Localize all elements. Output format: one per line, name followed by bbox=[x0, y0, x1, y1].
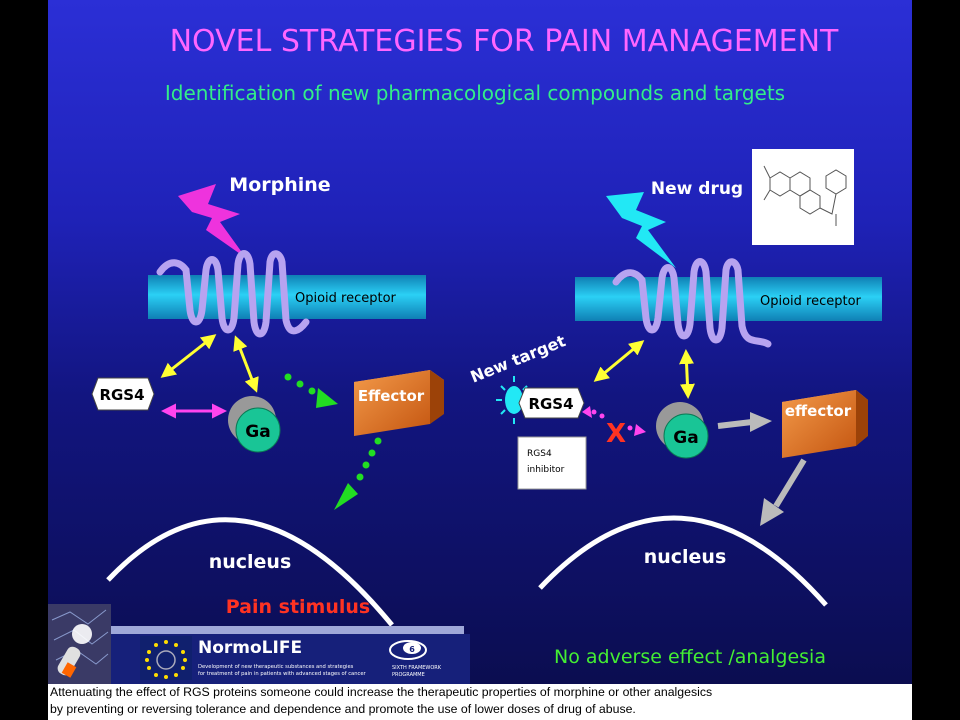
left-g-protein bbox=[235, 407, 281, 453]
right-effector-label: effector bbox=[785, 402, 852, 420]
framework-programme-logo: 6 bbox=[389, 640, 427, 660]
slide-title: NOVEL STRATEGIES FOR PAIN MANAGEMENT bbox=[170, 24, 839, 59]
left-rgs4-box bbox=[91, 377, 155, 411]
banner-desc-2: for treatment of pain in patients with a… bbox=[198, 671, 367, 677]
right-receptor-label: Opioid receptor bbox=[760, 294, 862, 309]
left-effector-block bbox=[354, 370, 444, 436]
banner-top-strip bbox=[111, 626, 464, 636]
left-receptor-label: Opioid receptor bbox=[295, 291, 397, 306]
right-effector-nucleus-arrow bbox=[760, 458, 807, 526]
left-g-label: Ga bbox=[245, 422, 270, 442]
left-receptor-coil bbox=[156, 250, 310, 338]
rgs4-inhibitor-label-1: RGS4 bbox=[527, 449, 552, 459]
right-receptor-coil bbox=[612, 258, 772, 348]
new-target-label: New target bbox=[468, 331, 569, 387]
footer-line-1: Attenuating the effect of RGS proteins s… bbox=[50, 685, 713, 699]
right-effector-block bbox=[782, 390, 868, 458]
banner-desc-1: Development of new therapeutic substance… bbox=[198, 664, 354, 670]
right-g-protein bbox=[663, 413, 709, 459]
right-nucleus-arc bbox=[538, 515, 828, 607]
new-target-core bbox=[505, 386, 523, 414]
footer-caption: Attenuating the effect of RGS proteins s… bbox=[48, 684, 912, 720]
left-nucleus-arc bbox=[106, 517, 394, 627]
right-g-effector-arrow bbox=[717, 412, 772, 432]
left-rgs-receptor-arrow bbox=[160, 334, 217, 378]
right-g-label: Ga bbox=[673, 428, 698, 448]
banner-project-name: NormoLIFE bbox=[198, 638, 302, 658]
programme-line-1: SIXTH FRAMEWORK bbox=[392, 665, 442, 671]
eu-flag-icon bbox=[140, 636, 192, 680]
rgs4-inhibitor-label-2: inhibitor bbox=[527, 465, 565, 475]
programme-line-2: PROGRAMME bbox=[392, 672, 425, 678]
new-drug-lightning-icon bbox=[606, 192, 676, 268]
slide-subtitle: Identification of new pharmacological co… bbox=[165, 81, 785, 105]
new-drug-label: New drug bbox=[651, 179, 743, 199]
left-receptor-g-arrow bbox=[233, 335, 259, 393]
morphine-lightning-icon bbox=[178, 184, 246, 258]
right-rgs-receptor-arrow bbox=[593, 340, 645, 382]
project-logo-image bbox=[48, 604, 111, 684]
analgesia-label: No adverse effect /analgesia bbox=[554, 646, 826, 668]
right-rgs4-box bbox=[518, 387, 585, 419]
svg-text:6: 6 bbox=[409, 645, 415, 654]
left-effector-label: Effector bbox=[358, 387, 425, 405]
right-rgs4-label: RGS4 bbox=[528, 395, 573, 413]
left-activation-dots bbox=[284, 373, 338, 408]
morphine-label: Morphine bbox=[229, 174, 330, 196]
pain-stimulus-label: Pain stimulus bbox=[226, 596, 370, 618]
left-rgs4-label: RGS4 bbox=[99, 386, 144, 404]
blocked-rgs-g-arrow bbox=[582, 406, 646, 436]
footer-line-2: by preventing or reversing tolerance and… bbox=[50, 702, 636, 716]
right-receptor-g-arrow bbox=[679, 349, 695, 399]
block-mark: X bbox=[606, 419, 626, 449]
right-nucleus-label: nucleus bbox=[644, 546, 727, 568]
chemical-structure-image bbox=[752, 149, 854, 245]
left-signal-dots bbox=[334, 437, 382, 510]
left-nucleus-label: nucleus bbox=[209, 551, 292, 573]
rgs4-inhibitor-box bbox=[517, 436, 587, 490]
